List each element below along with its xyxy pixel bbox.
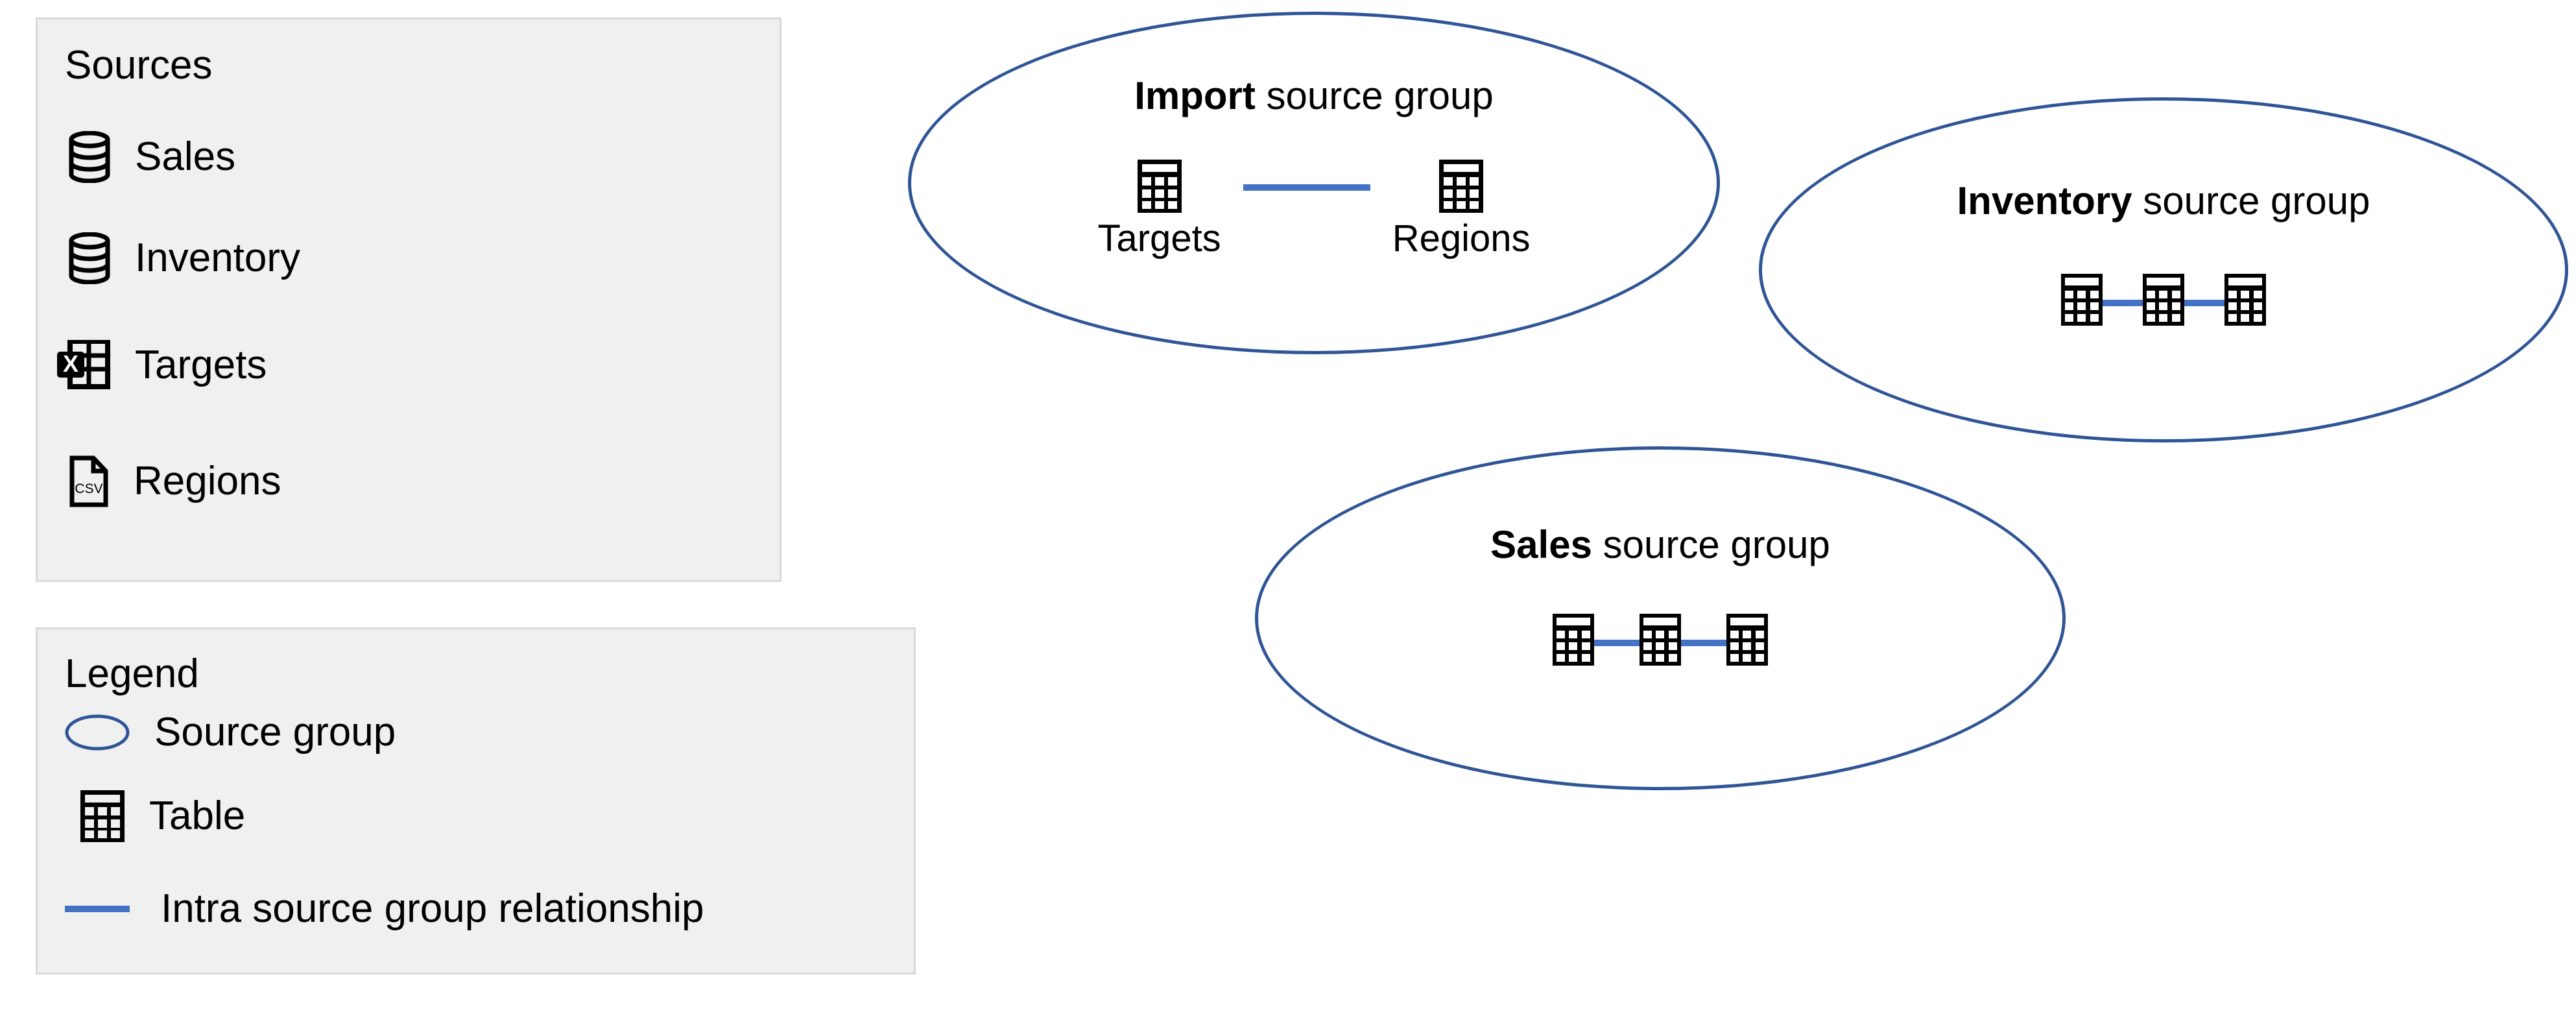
source-item-inventory[interactable]: Inventory xyxy=(69,232,300,284)
source-group-ellipse xyxy=(908,12,1720,354)
legend-item-label: Intra source group relationship xyxy=(161,886,704,931)
table-node[interactable] xyxy=(1640,614,1681,673)
relationship-line xyxy=(2184,300,2224,306)
source-group-inventory[interactable]: Inventory source group xyxy=(1759,97,2568,442)
database-icon xyxy=(69,232,110,284)
source-item-label: Sales xyxy=(135,134,236,179)
source-group-tables xyxy=(1759,274,2568,333)
source-group-name: Import xyxy=(1134,74,1256,117)
sources-panel-title: Sources xyxy=(65,43,213,88)
table-icon xyxy=(80,790,125,842)
sources-panel: Sources Sales Inven xyxy=(36,18,781,582)
table-icon xyxy=(1439,160,1484,216)
legend-item-label: Table xyxy=(149,793,246,838)
legend-panel: Legend Source group xyxy=(36,627,916,974)
table-node[interactable] xyxy=(2143,274,2184,333)
source-item-targets[interactable]: X Targets xyxy=(56,340,267,391)
table-node[interactable] xyxy=(1553,614,1594,673)
table-icon xyxy=(2224,274,2266,329)
source-group-import[interactable]: Import source group Targets xyxy=(908,12,1720,354)
source-item-label: Inventory xyxy=(135,236,301,280)
source-group-ellipse xyxy=(1759,97,2568,442)
table-icon xyxy=(2061,274,2103,329)
legend-item-source-group: Source group xyxy=(65,712,396,753)
excel-spreadsheet-icon: X xyxy=(56,340,110,391)
legend-item-relationship: Intra source group relationship xyxy=(65,889,704,929)
table-icon xyxy=(1640,614,1681,669)
legend-panel-title: Legend xyxy=(65,651,199,696)
source-group-title: Inventory source group xyxy=(1759,182,2568,221)
table-icon xyxy=(1553,614,1594,669)
table-node-label: Regions xyxy=(1392,217,1531,260)
database-icon xyxy=(69,131,110,183)
source-item-regions[interactable]: CSV Regions xyxy=(69,455,281,507)
table-icon xyxy=(2143,274,2184,329)
ellipse-outline-icon xyxy=(65,714,130,751)
relationship-line xyxy=(2103,300,2143,306)
source-item-label: Targets xyxy=(135,343,267,387)
relationship-line xyxy=(1681,640,1726,646)
relationship-line xyxy=(1243,184,1370,191)
source-group-ellipse xyxy=(1255,446,2066,790)
source-group-suffix: source group xyxy=(2132,179,2370,223)
source-group-title: Sales source group xyxy=(1255,526,2066,564)
source-item-label: Regions xyxy=(134,459,281,503)
svg-text:X: X xyxy=(63,350,78,377)
relationship-line xyxy=(1594,640,1640,646)
source-group-title: Import source group xyxy=(908,77,1720,115)
table-node-label: Targets xyxy=(1097,217,1221,260)
source-group-sales[interactable]: Sales source group xyxy=(1255,446,2066,790)
source-group-suffix: source group xyxy=(1255,74,1494,117)
blue-line-icon xyxy=(65,906,130,912)
table-icon xyxy=(1726,614,1768,669)
legend-item-label: Source group xyxy=(154,710,396,755)
source-group-name: Sales xyxy=(1490,523,1592,566)
legend-item-table: Table xyxy=(80,790,245,842)
svg-text:CSV: CSV xyxy=(75,481,102,496)
table-node[interactable] xyxy=(1726,614,1768,673)
table-node[interactable]: Targets xyxy=(1097,160,1221,258)
table-icon xyxy=(1137,160,1182,216)
source-item-sales[interactable]: Sales xyxy=(69,131,235,183)
source-group-name: Inventory xyxy=(1957,179,2132,223)
table-node[interactable] xyxy=(2061,274,2103,333)
source-group-suffix: source group xyxy=(1592,523,1830,566)
table-node[interactable] xyxy=(2224,274,2266,333)
source-group-tables: Targets Regions xyxy=(908,160,1720,258)
table-node[interactable]: Regions xyxy=(1392,160,1531,258)
source-group-tables xyxy=(1255,614,2066,673)
csv-file-icon: CSV xyxy=(69,455,109,507)
